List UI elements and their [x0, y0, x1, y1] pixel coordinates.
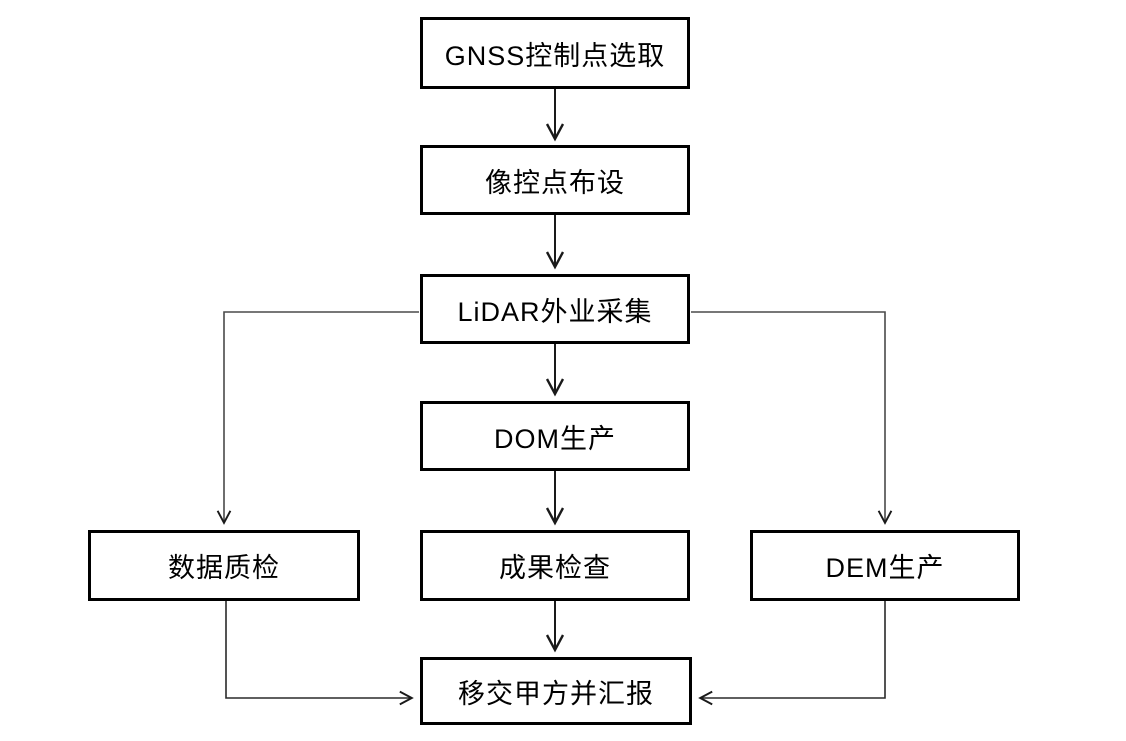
node-label: DOM生产 [494, 423, 616, 454]
node-gnss-control-point-selection: GNSS控制点选取 [420, 17, 690, 89]
node-result-inspection: 成果检查 [420, 530, 690, 601]
node-label: 数据质检 [168, 553, 280, 583]
edge-lidar-to-sjzj [216, 311, 419, 525]
edge-dem-to-yjjf [698, 601, 886, 706]
node-dom-production: DOM生产 [420, 401, 690, 471]
edge-lidar-to-dem [691, 311, 893, 525]
node-label: 移交甲方并汇报 [458, 678, 654, 709]
node-label: 像控点布设 [485, 167, 625, 198]
node-handover-and-report: 移交甲方并汇报 [420, 657, 692, 725]
node-data-quality-check: 数据质检 [88, 530, 360, 601]
node-label: LiDAR外业采集 [457, 296, 653, 327]
edge-sjzj-to-yjjf [225, 601, 414, 706]
node-label: GNSS控制点选取 [444, 40, 666, 71]
node-label: 成果检查 [499, 553, 611, 583]
node-lidar-field-collection: LiDAR外业采集 [420, 274, 690, 344]
node-photo-control-point-layout: 像控点布设 [420, 145, 690, 215]
node-dem-production: DEM生产 [750, 530, 1020, 601]
node-label: DEM生产 [825, 553, 945, 583]
